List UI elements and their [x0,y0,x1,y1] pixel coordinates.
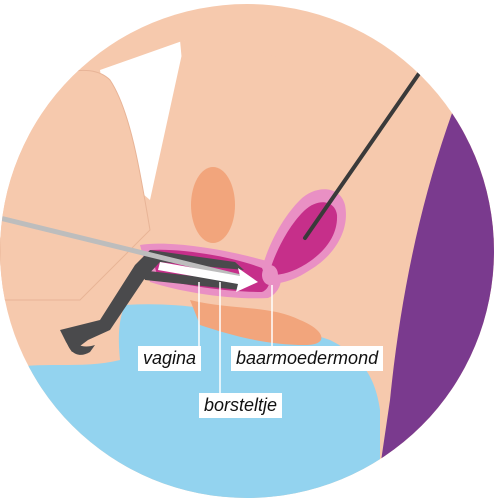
label-brush: borsteltje [199,393,282,418]
bladder [191,167,235,243]
label-cervix: baarmoedermond [231,346,383,371]
cervix-highlight [262,265,278,285]
label-vagina: vagina [138,346,201,371]
